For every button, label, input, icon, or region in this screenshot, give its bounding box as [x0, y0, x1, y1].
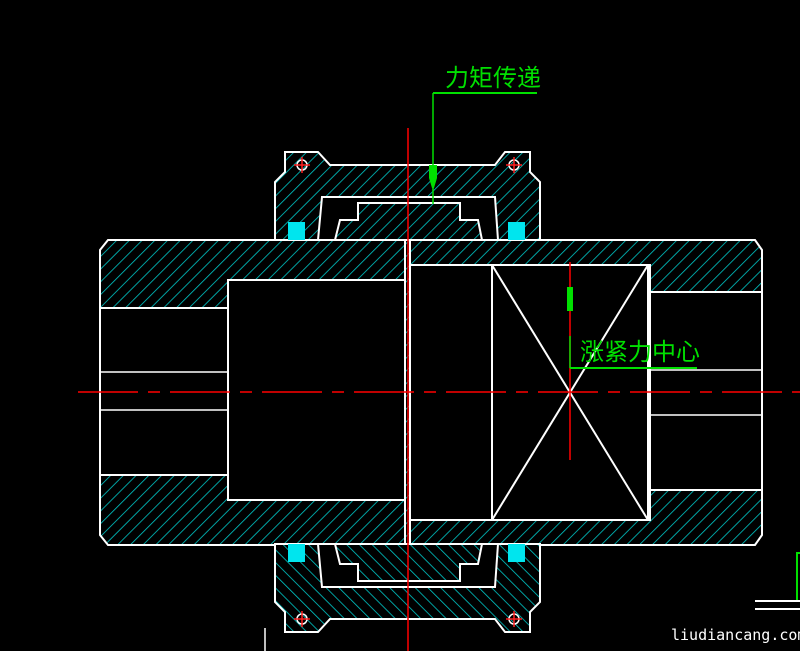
torque-label: 力矩传递: [445, 64, 541, 92]
right-bore: [649, 291, 763, 491]
bolt-hole-icon: [506, 157, 522, 173]
torque-annotation: 力矩传递: [429, 64, 541, 204]
arrow-icon: [429, 165, 437, 188]
seal-right-top: [508, 222, 525, 240]
left-inner-bore: [227, 279, 406, 501]
seal-left-top: [288, 222, 305, 240]
tension-center-label: 涨紧力中心: [580, 338, 700, 366]
bolt-hole-icon: [294, 157, 310, 173]
tension-annotation: 涨紧力中心: [567, 287, 700, 369]
partial-geometry: [264, 552, 800, 651]
watermark: liudiancang.com: [671, 626, 800, 644]
arrow-icon: [567, 287, 573, 311]
